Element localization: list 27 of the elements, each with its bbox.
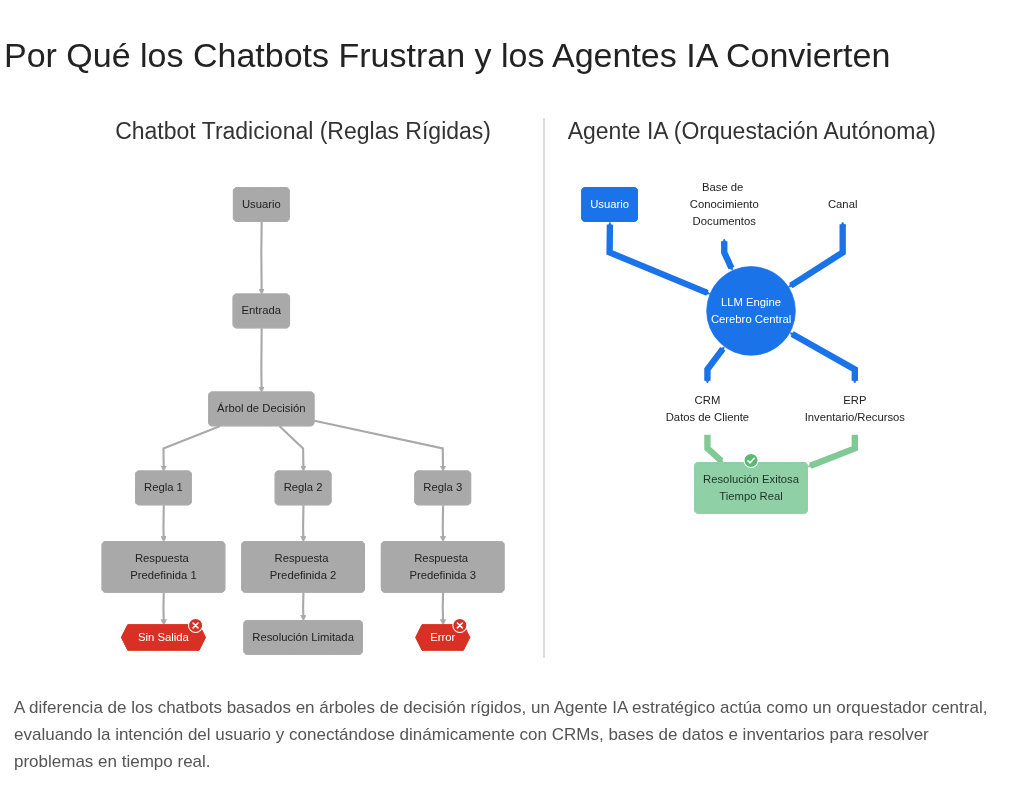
arrow xyxy=(300,505,307,543)
arrow xyxy=(439,592,447,626)
arrow xyxy=(704,346,726,384)
arrow xyxy=(258,221,265,295)
arrow xyxy=(160,505,167,543)
arrow xyxy=(788,221,846,289)
node-circle: LLM Engine Cerebro Central xyxy=(706,266,796,356)
caption: A diferencia de los chatbots basados en árboles de decisión rígidos, un Agente IA estratégico actúa como un orquestador central, evaluando la intención del usuario y conectándose dinámicamente con CRMs, bases de datos e inventarios para resolver problemas en tiempo real. xyxy=(14,697,989,773)
section-heading: Agente IA (Orquestación Autónoma) xyxy=(567,118,936,145)
arrow xyxy=(300,592,307,622)
arrow xyxy=(704,434,724,464)
title: Por Qué los Chatbots Frustran y los Agentes IA Convierten xyxy=(4,36,891,75)
arrow xyxy=(160,425,221,472)
section-heading: Chatbot Tradicional (Reglas Rígidas) xyxy=(115,118,491,145)
arrow xyxy=(606,221,711,296)
arrow xyxy=(789,331,858,384)
node-text: Base de Conocimiento Documentos xyxy=(689,181,759,228)
arrow xyxy=(160,592,167,626)
arrow xyxy=(439,505,447,543)
node-text: ERP Inventario/Recursos xyxy=(804,394,905,424)
arrow xyxy=(721,238,735,271)
arrow xyxy=(278,425,307,472)
arrow xyxy=(258,328,265,393)
arrow xyxy=(807,434,858,469)
arrow xyxy=(314,419,447,472)
node-text: CRM Datos de Cliente xyxy=(665,394,750,424)
node-text: Canal xyxy=(827,198,858,211)
